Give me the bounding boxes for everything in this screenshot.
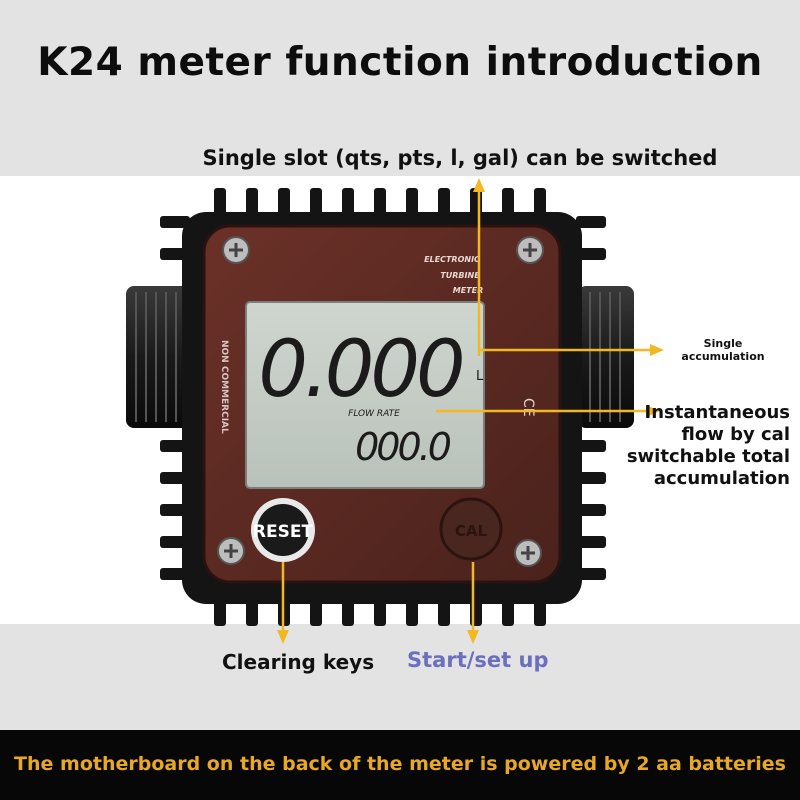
label-slot-switch: Single slot (qts, pts, l, gal) can be sw…: [202, 146, 718, 170]
footer-band: [0, 730, 800, 800]
meter-brand-line3: METER: [453, 286, 484, 295]
annotation-arrows: [277, 178, 664, 644]
ce-mark: CE: [520, 398, 536, 417]
label-clearing-keys: Clearing keys: [222, 650, 375, 674]
lcd-main-reading: 0.000: [258, 325, 462, 415]
lcd-screen: [245, 301, 485, 489]
screw-icon: [217, 537, 245, 565]
svg-text:RESET: RESET: [253, 522, 314, 542]
screw-icon: [516, 236, 544, 264]
screw-icon: [514, 539, 542, 567]
meter-brand-line2: TURBINE: [440, 271, 480, 280]
label-start-setup: Start/set up: [407, 648, 549, 672]
flow-rate-reading: 000.0: [355, 425, 451, 469]
meter-brand-line1: ELECTRONIC: [424, 255, 480, 264]
left-pipe-thread: [126, 286, 192, 428]
footer-note: The motherboard on the back of the meter…: [14, 753, 786, 775]
flow-rate-label: FLOW RATE: [348, 409, 400, 419]
page-title: K24 meter function introduction: [37, 40, 763, 85]
lcd-unit: L: [476, 369, 484, 384]
top-band: [0, 0, 800, 176]
right-pipe-thread: [578, 286, 634, 428]
label-single-accumulation: Single accumulation: [681, 337, 765, 363]
screw-icon: [222, 236, 250, 264]
cal-button[interactable]: CAL: [439, 497, 503, 561]
meter-side-text: NON COMMERCIAL: [219, 340, 229, 434]
svg-text:CAL: CAL: [455, 522, 488, 540]
lower-band: [0, 624, 800, 730]
reset-button[interactable]: RESET: [251, 498, 315, 562]
label-instantaneous-flow: Instantaneous flow by cal switchable tot…: [626, 402, 790, 489]
